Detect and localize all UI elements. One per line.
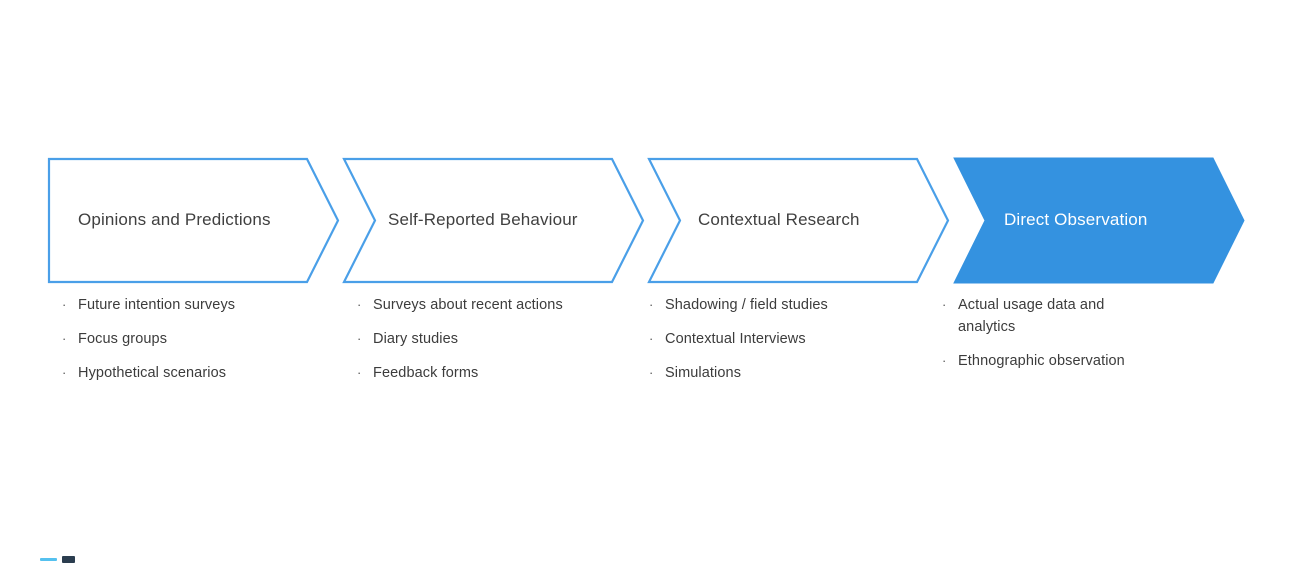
list-item: · Focus groups	[60, 328, 340, 350]
list-item: · Feedback forms	[355, 362, 645, 384]
bullet-marker-icon: ·	[62, 331, 67, 346]
bullet-marker-icon: ·	[62, 297, 67, 312]
list-item: · Contextual Interviews	[647, 328, 937, 350]
chevron-shape-1[interactable]	[47, 157, 340, 284]
bullet-marker-icon: ·	[357, 365, 362, 380]
list-item: · Shadowing / field studies	[647, 294, 937, 316]
stage-items-4: · Actual usage data and analytics · Ethn…	[940, 294, 1188, 384]
chevron-process-flow: Opinions and Predictions Self-Reported B…	[0, 156, 1292, 288]
logo-block-icon	[62, 556, 75, 563]
bullet-marker-icon: ·	[357, 297, 362, 312]
list-item: · Future intention surveys	[60, 294, 340, 316]
bullet-marker-icon: ·	[649, 297, 654, 312]
stage-items-3: · Shadowing / field studies · Contextual…	[647, 294, 937, 396]
bullet-marker-icon: ·	[649, 365, 654, 380]
chevron-shapes	[47, 157, 1245, 284]
bullet-marker-icon: ·	[357, 331, 362, 346]
list-item: · Surveys about recent actions	[355, 294, 645, 316]
bullet-marker-icon: ·	[942, 297, 947, 312]
bullet-marker-icon: ·	[942, 353, 947, 368]
logo-dash-icon	[40, 558, 57, 561]
list-item: · Ethnographic observation	[940, 350, 1188, 372]
stage-items-1: · Future intention surveys · Focus group…	[60, 294, 340, 396]
stage-items-2: · Surveys about recent actions · Diary s…	[355, 294, 645, 396]
list-item: · Hypothetical scenarios	[60, 362, 340, 384]
bullet-marker-icon: ·	[62, 365, 67, 380]
chevron-shape-2[interactable]	[342, 157, 645, 284]
list-item: · Actual usage data and analytics	[940, 294, 1188, 338]
chevron-shape-3[interactable]	[647, 157, 950, 284]
partial-logo-mark	[40, 556, 80, 566]
list-item: · Diary studies	[355, 328, 645, 350]
bullet-marker-icon: ·	[649, 331, 654, 346]
chevron-shape-4[interactable]	[953, 157, 1245, 284]
list-item: · Simulations	[647, 362, 937, 384]
